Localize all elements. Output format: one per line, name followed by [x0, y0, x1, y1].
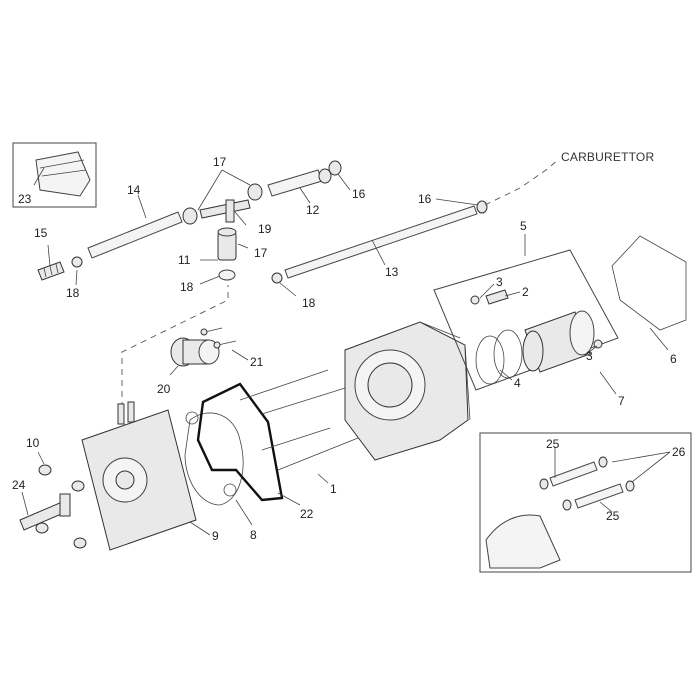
cylinder-head-cover-9 [81, 401, 197, 551]
piston-rings-4 [475, 329, 523, 385]
callout-10: 10 [26, 436, 40, 450]
callout-21: 21 [250, 355, 264, 369]
callout-13: 13 [385, 265, 399, 279]
callout-16-right: 16 [418, 192, 432, 206]
piston-pin-3 [470, 289, 603, 349]
callout-17-top: 17 [213, 155, 227, 169]
studs-1 [239, 369, 359, 471]
callout-20: 20 [157, 382, 171, 396]
callout-5: 5 [520, 219, 527, 233]
callout-11: 11 [178, 253, 191, 267]
hose-14 [87, 207, 198, 259]
thermostat-20 [170, 337, 220, 367]
callout-14: 14 [127, 183, 141, 197]
callout-4: 4 [514, 376, 521, 390]
vacuum-line-dashed [121, 285, 229, 408]
base-gasket-6 [611, 235, 687, 331]
nut-10 [38, 464, 52, 476]
nut-top [71, 480, 85, 492]
piston-kit-frame [433, 249, 619, 391]
washer-18-left [71, 256, 83, 268]
callout-12: 12 [306, 203, 320, 217]
screw-15 [37, 261, 65, 281]
callout-7: 7 [618, 394, 625, 408]
callout-18-mid: 18 [180, 280, 194, 294]
callout-24: 24 [12, 478, 26, 492]
callout-19: 19 [258, 222, 272, 236]
nut-left-lower [35, 522, 49, 534]
callout-17-mid: 17 [254, 246, 268, 260]
callout-3-bottom: 3 [586, 349, 593, 363]
nut-bottom [73, 537, 87, 549]
piston-2 [522, 310, 595, 373]
callout-25-bottom: 25 [606, 509, 620, 523]
callout-26: 26 [672, 445, 686, 459]
sensor-24 [19, 493, 71, 531]
inset-box-25-26 [479, 432, 692, 573]
callout-15: 15 [34, 226, 48, 240]
inset-hoses-25 [539, 456, 635, 511]
carburettor-leader [484, 159, 559, 206]
valve-11 [217, 227, 237, 281]
hose-12 [267, 160, 342, 197]
t-fitting-19 [199, 183, 263, 223]
callout-18-left: 18 [66, 286, 80, 300]
screws-21 [200, 327, 237, 349]
callout-6: 6 [670, 352, 677, 366]
callout-1: 1 [330, 482, 337, 496]
head-gasket-8 [184, 411, 244, 506]
decal-sticker-23 [35, 151, 91, 197]
callout-16-left: 16 [352, 187, 366, 201]
callout-9: 9 [212, 529, 219, 543]
callout-3-top: 3 [496, 275, 503, 289]
hose-13 [271, 200, 488, 284]
inset-head-outline [485, 514, 561, 569]
callout-22: 22 [300, 507, 314, 521]
cylinder-block [344, 321, 471, 461]
label-carburettor: CARBURETTOR [561, 150, 654, 164]
callout-2: 2 [522, 285, 529, 299]
callout-18-right: 18 [302, 296, 316, 310]
inset-box-23 [12, 142, 97, 208]
callout-8: 8 [250, 528, 257, 542]
callout-25-top: 25 [546, 437, 560, 451]
leader-lines [21, 167, 671, 536]
callout-23: 23 [18, 192, 32, 206]
